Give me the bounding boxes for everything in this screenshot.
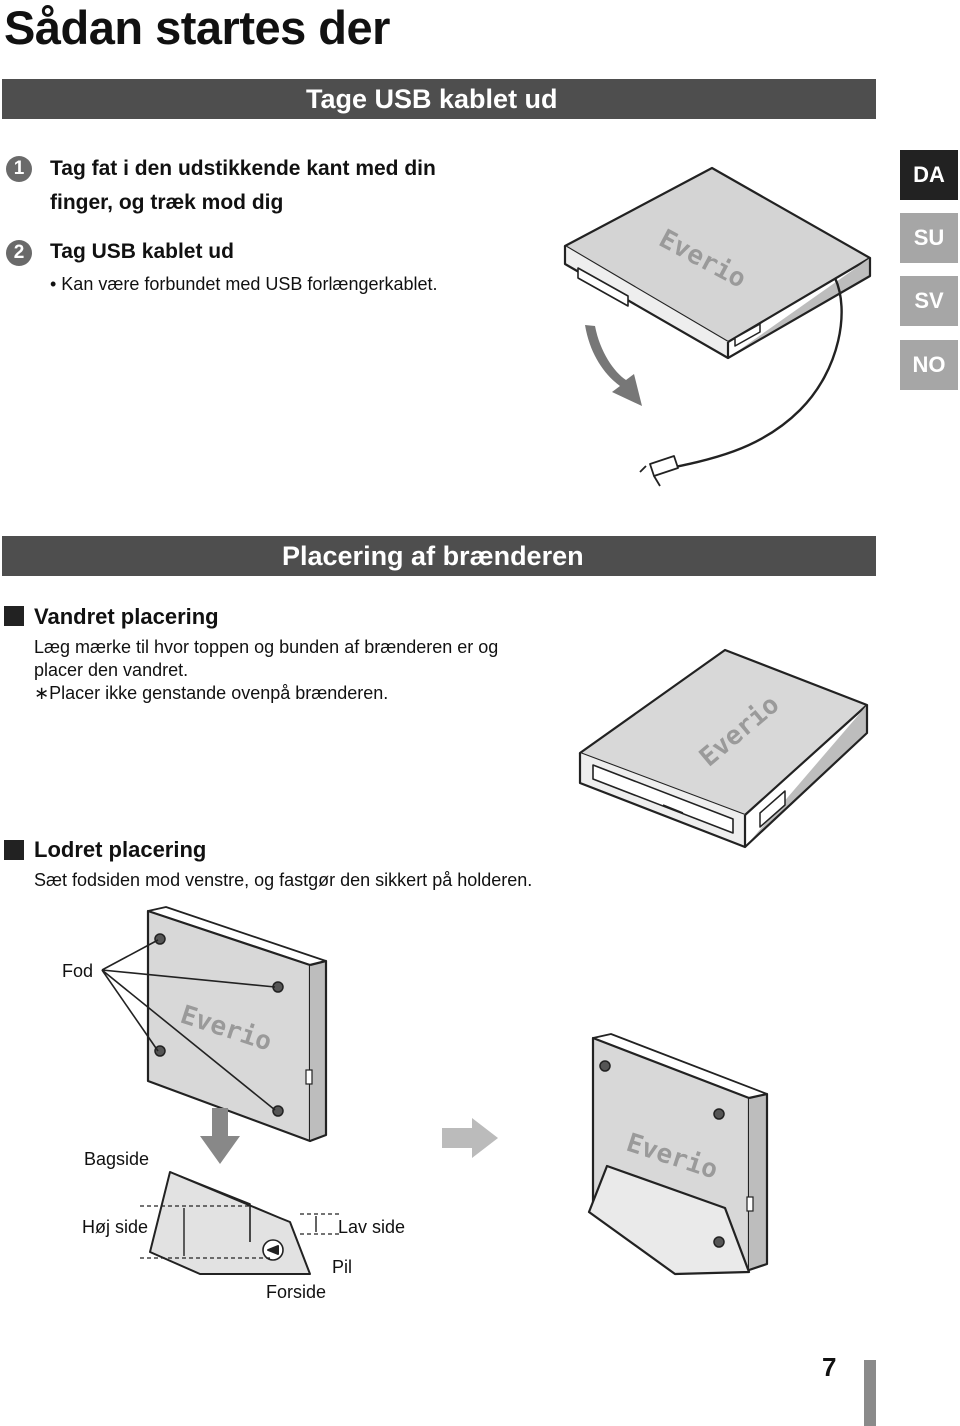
- page-edge-bar: [864, 1360, 876, 1426]
- section-heading-usb: Tage USB kablet ud: [306, 84, 558, 114]
- language-tab-su[interactable]: SU: [900, 213, 958, 263]
- page-number: 7: [822, 1352, 837, 1382]
- horizontal-drive-illustration: [578, 648, 869, 849]
- language-tab-sv[interactable]: SV: [900, 276, 958, 326]
- horizontal-placement-note: ∗Placer ikke genstande ovenpå brænderen.: [34, 683, 389, 703]
- vertical-placement-text: Sæt fodsiden mod venstre, og fastgør den…: [34, 870, 533, 890]
- step-2-line1: Tag USB kablet ud: [50, 240, 234, 263]
- section-bar-usb: Tage USB kablet ud: [2, 79, 876, 119]
- vertical-drive-feet-illustration: [146, 906, 328, 1143]
- label-bagside: Bagside: [84, 1149, 150, 1169]
- step-1-line2: finger, og træk mod dig: [50, 191, 284, 214]
- step-2-bullet: • Kan være forbundet med USB forlængerka…: [50, 274, 438, 294]
- step-number-1: 1: [6, 156, 32, 182]
- label-fod: Fod: [62, 961, 94, 981]
- vertical-placement-title: Lodret placering: [34, 837, 207, 862]
- label-hoj-side: Høj side: [82, 1217, 149, 1237]
- section-heading-placement: Placering af brænderen: [282, 541, 584, 571]
- language-tab-da[interactable]: DA: [900, 150, 958, 200]
- language-tab-no[interactable]: NO: [900, 340, 958, 390]
- stand-illustration: [140, 1171, 340, 1275]
- right-arrow-icon: [442, 1118, 498, 1158]
- page-title: Sådan startes der: [4, 1, 390, 54]
- horizontal-placement-line2: placer den vandret.: [34, 660, 189, 680]
- down-arrow-icon: [200, 1108, 240, 1164]
- label-pil: Pil: [332, 1257, 353, 1277]
- section-bar-placement: Placering af brænderen: [2, 536, 876, 576]
- fod-pointer-lines: [101, 939, 276, 1111]
- step-number-2: 2: [6, 240, 32, 266]
- horizontal-placement-title: Vandret placering: [34, 604, 219, 629]
- square-bullet-vertical: [4, 840, 24, 860]
- square-bullet-horizontal: [4, 606, 24, 626]
- horizontal-placement-line1: Læg mærke til hvor toppen og bunden af b…: [34, 637, 499, 657]
- vertical-drive-in-stand-illustration: [587, 1033, 769, 1276]
- usb-drive-illustration: [563, 166, 872, 487]
- label-forside: Forside: [266, 1282, 327, 1302]
- step-1-line1: Tag fat i den udstikkende kant med din: [50, 157, 436, 180]
- label-lav-side: Lav side: [338, 1217, 406, 1237]
